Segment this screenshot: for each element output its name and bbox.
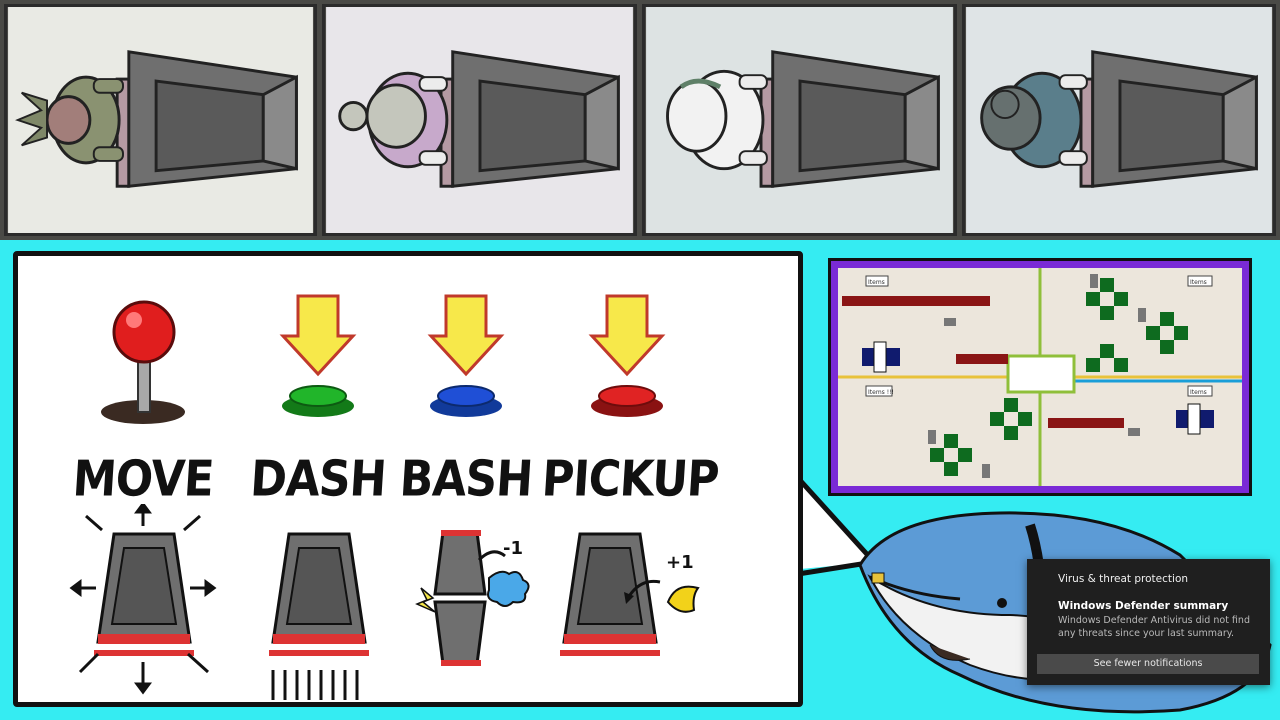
player-panel-4 bbox=[962, 4, 1276, 236]
player-panel-2 bbox=[322, 4, 637, 236]
minimap-label-2: Items bbox=[1190, 279, 1207, 286]
player-3-scene bbox=[646, 7, 953, 233]
minimap-arena: Items Items Items !!! Items bbox=[838, 268, 1242, 486]
green-button-icon bbox=[279, 294, 357, 417]
minimap-label-3: Items !!! bbox=[868, 389, 894, 396]
minimap-label-1: Items bbox=[868, 279, 885, 286]
control-label-pickup: PICKUP bbox=[540, 450, 721, 509]
controls-tutorial-bubble: MOVE DASH bbox=[13, 251, 803, 707]
player-panel-1 bbox=[4, 4, 317, 236]
control-dash: DASH bbox=[233, 256, 403, 712]
control-bash: BASH -1 bbox=[381, 256, 551, 712]
move-demo-icon bbox=[69, 504, 217, 695]
player-4-scene bbox=[966, 7, 1272, 233]
minimap-label-4: Items bbox=[1190, 389, 1207, 396]
notification-body: Windows Defender Antivirus did not find … bbox=[1058, 615, 1250, 639]
control-label-move: MOVE bbox=[71, 450, 215, 509]
dash-demo-icon bbox=[269, 532, 369, 700]
joystick-icon bbox=[101, 300, 185, 424]
notification-app-name: Virus & threat protection bbox=[1058, 573, 1189, 585]
pickup-value-text: +1 bbox=[666, 552, 694, 573]
control-label-bash: BASH bbox=[398, 450, 534, 509]
control-move: MOVE bbox=[58, 256, 228, 712]
arena-minimap: Items Items Items !!! Items bbox=[828, 258, 1252, 496]
player-panels bbox=[0, 0, 1280, 240]
red-button-icon bbox=[588, 294, 666, 417]
bash-demo-icon: -1 bbox=[415, 530, 530, 666]
windows-defender-notification[interactable]: Virus & threat protection Windows Defend… bbox=[1027, 559, 1270, 685]
player-panel-3 bbox=[642, 4, 957, 236]
player-2-scene bbox=[326, 7, 633, 233]
bash-value-text: -1 bbox=[503, 538, 523, 559]
control-pickup: PICKUP +1 bbox=[540, 256, 721, 712]
pickup-demo-icon: +1 bbox=[560, 532, 700, 656]
blue-button-icon bbox=[427, 294, 505, 417]
notification-title: Windows Defender summary bbox=[1058, 600, 1229, 612]
player-1-scene bbox=[8, 7, 313, 233]
see-fewer-notifications-button[interactable]: See fewer notifications bbox=[1037, 654, 1259, 674]
